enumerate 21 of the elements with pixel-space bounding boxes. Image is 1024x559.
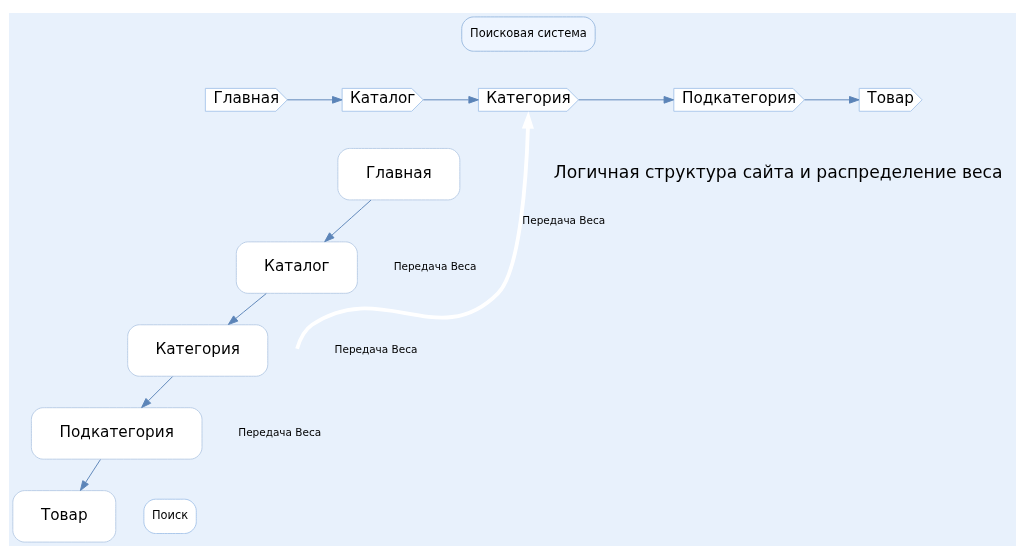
arrow (286, 96, 343, 104)
arrow (227, 293, 267, 325)
arrow (140, 376, 173, 409)
label: Логичная структура сайта и распределение веса (553, 162, 1003, 183)
arrow (422, 96, 479, 104)
node-box: Категория (126, 324, 268, 377)
node-box: Поиск (142, 498, 197, 534)
node-box: Каталог (235, 241, 358, 294)
node-box: Главная (336, 147, 460, 201)
label: Передача Веса (393, 260, 476, 273)
arrow (323, 199, 371, 243)
label: Передача Веса (334, 343, 417, 356)
arrow (294, 111, 534, 350)
arrow (803, 96, 859, 104)
edge-label: Передача Веса (521, 213, 605, 226)
node-box: Товар (11, 490, 116, 543)
arrow (577, 96, 674, 104)
arrow (79, 459, 101, 491)
node-box: Подкатегория (30, 407, 202, 460)
node-box: Поисковая система (460, 16, 596, 52)
label: Передача Веса (237, 426, 321, 439)
